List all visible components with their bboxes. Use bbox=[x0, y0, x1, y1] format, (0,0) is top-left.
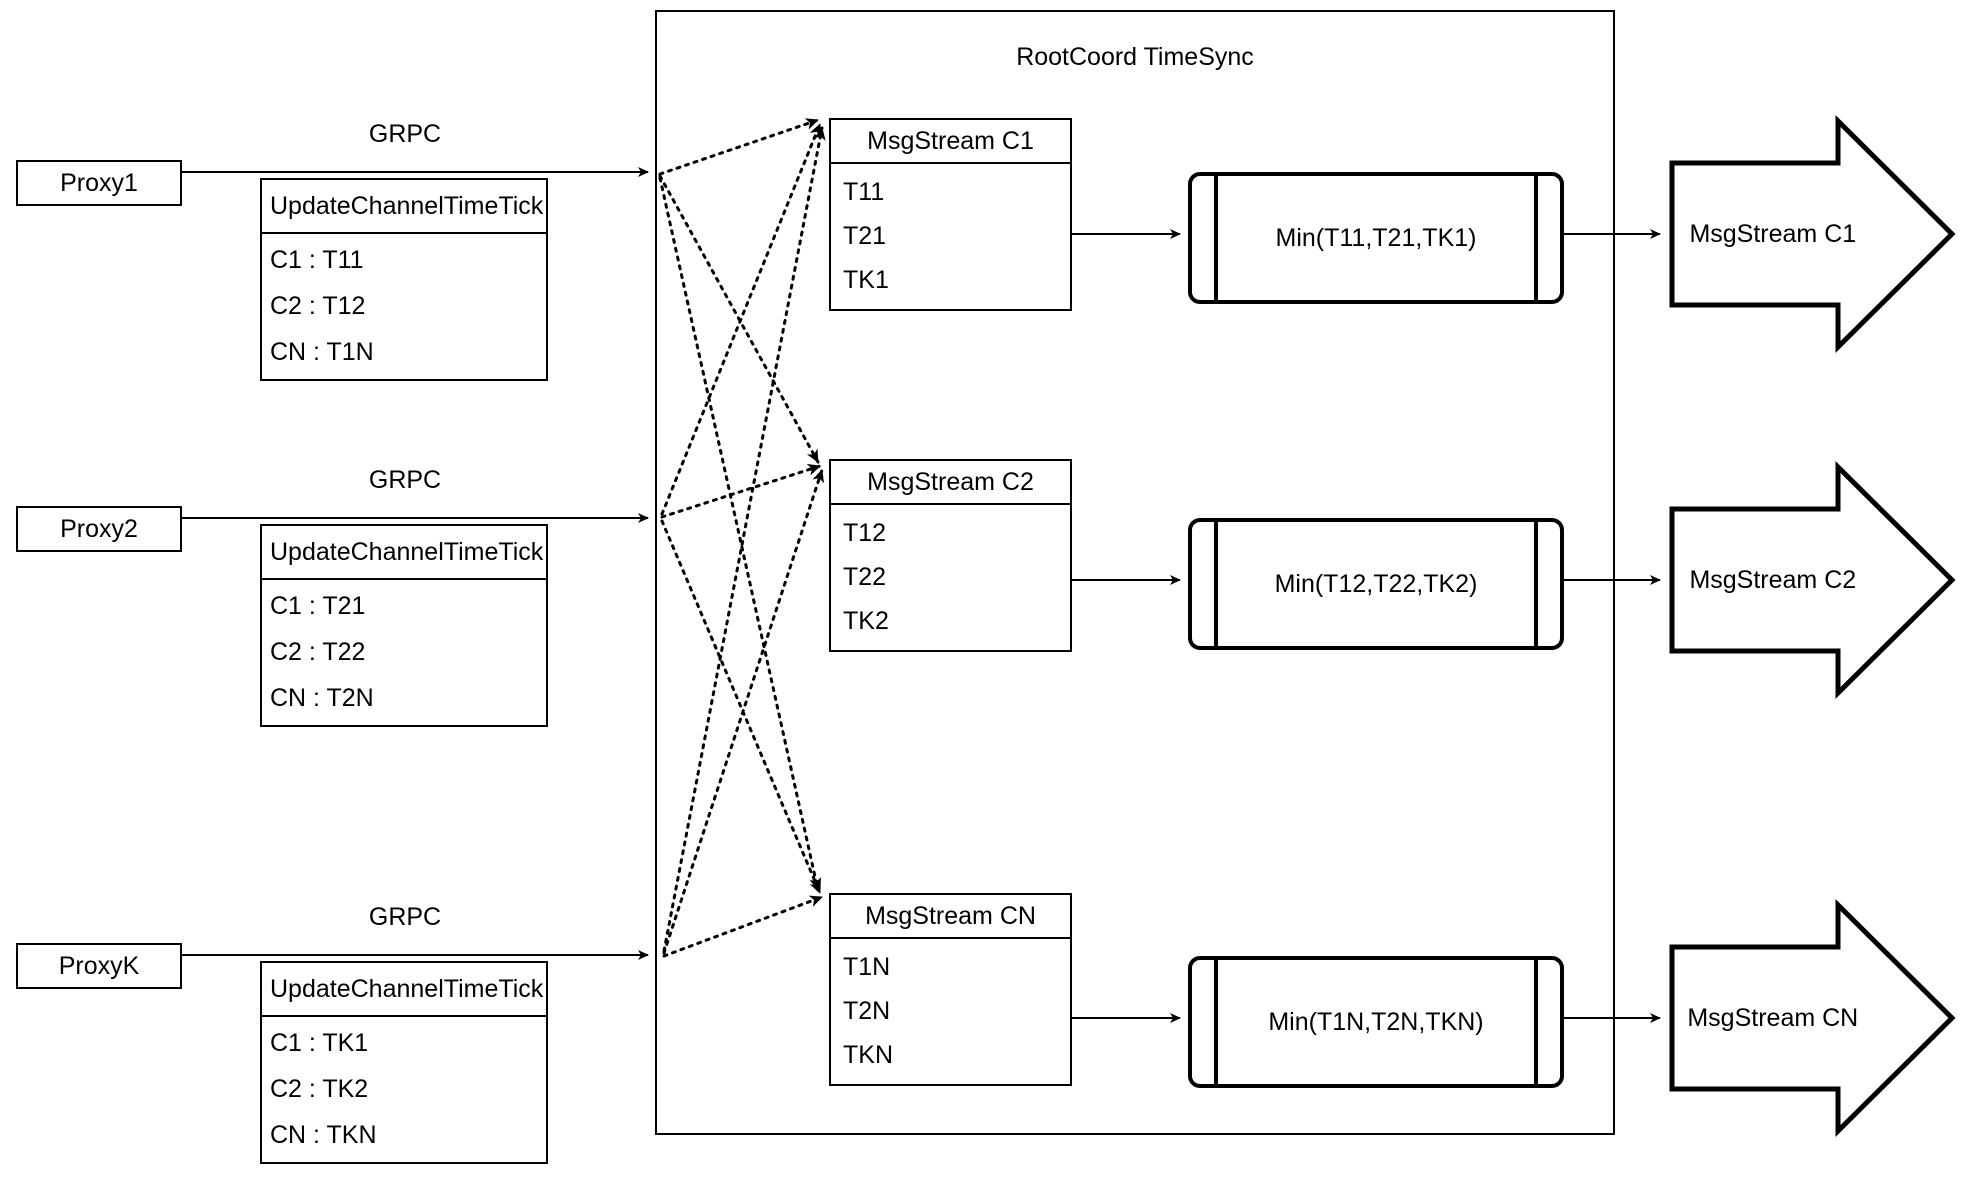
rootcoord-timesync-title: RootCoord TimeSync bbox=[1016, 43, 1254, 71]
update-channel-timetick-table-k: UpdateChannelTimeTick C1 : TK1 C2 : TK2 … bbox=[260, 961, 548, 1164]
proxy-box-2[interactable]: Proxy2 bbox=[16, 506, 182, 552]
min-process-c2: Min(T12,T22,TK2) bbox=[1188, 518, 1564, 650]
rootcoord-timesync-container bbox=[655, 10, 1615, 1135]
msgstream-row: TK2 bbox=[843, 607, 889, 636]
msgstream-row: T21 bbox=[843, 221, 887, 250]
msgstream-body-c1: T11 T21 TK1 bbox=[831, 164, 1070, 309]
uct-body-2: C1 : T21 C2 : T22 CN : T2N bbox=[262, 580, 546, 725]
uct-row: C2 : TK2 bbox=[270, 1074, 369, 1103]
msgstream-body-c2: T12 T22 TK2 bbox=[831, 505, 1070, 650]
proxy-label: ProxyK bbox=[58, 951, 140, 980]
update-channel-timetick-table-2: UpdateChannelTimeTick C1 : T21 C2 : T22 … bbox=[260, 524, 548, 727]
output-arrow-cn: MsgStream CN bbox=[1672, 905, 1952, 1131]
proxy-label: Proxy1 bbox=[60, 168, 138, 197]
msgstream-row: T22 bbox=[843, 562, 887, 591]
uct-row: CN : TKN bbox=[270, 1120, 377, 1149]
msgstream-row: T2N bbox=[843, 996, 891, 1025]
grpc-label-1: GRPC bbox=[368, 120, 442, 148]
msgstream-table-c1: MsgStream C1 T11 T21 TK1 bbox=[829, 118, 1072, 311]
min-label-cn: Min(T1N,T2N,TKN) bbox=[1268, 1007, 1484, 1036]
msgstream-body-cn: T1N T2N TKN bbox=[831, 939, 1070, 1084]
process-divider-left bbox=[1214, 522, 1218, 646]
uct-body-1: C1 : T11 C2 : T12 CN : T1N bbox=[262, 234, 546, 379]
msgstream-row: TK1 bbox=[843, 266, 889, 295]
min-process-cn: Min(T1N,T2N,TKN) bbox=[1188, 956, 1564, 1088]
msgstream-header-cn: MsgStream CN bbox=[831, 895, 1070, 939]
update-channel-timetick-table-1: UpdateChannelTimeTick C1 : T11 C2 : T12 … bbox=[260, 178, 548, 381]
output-label-c2: MsgStream C2 bbox=[1689, 565, 1857, 594]
process-divider-right bbox=[1534, 176, 1538, 300]
grpc-label-2: GRPC bbox=[368, 466, 442, 494]
msgstream-row: T12 bbox=[843, 518, 887, 547]
proxy-box-1[interactable]: Proxy1 bbox=[16, 160, 182, 206]
process-divider-right bbox=[1534, 522, 1538, 646]
msgstream-row: T1N bbox=[843, 952, 891, 981]
uct-row: C1 : TK1 bbox=[270, 1029, 369, 1058]
process-divider-left bbox=[1214, 176, 1218, 300]
output-label-c1: MsgStream C1 bbox=[1689, 219, 1857, 248]
uct-body-k: C1 : TK1 C2 : TK2 CN : TKN bbox=[262, 1017, 546, 1162]
proxy-label: Proxy2 bbox=[60, 514, 138, 543]
process-divider-right bbox=[1534, 960, 1538, 1084]
uct-header-k: UpdateChannelTimeTick bbox=[262, 963, 546, 1017]
proxy-box-k[interactable]: ProxyK bbox=[16, 943, 182, 989]
msgstream-header-c2: MsgStream C2 bbox=[831, 461, 1070, 505]
output-arrow-c2: MsgStream C2 bbox=[1672, 467, 1952, 693]
uct-row: C1 : T21 bbox=[270, 592, 366, 621]
msgstream-table-cn: MsgStream CN T1N T2N TKN bbox=[829, 893, 1072, 1086]
msgstream-header-c1: MsgStream C1 bbox=[831, 120, 1070, 164]
grpc-label-k: GRPC bbox=[368, 903, 442, 931]
uct-row: C2 : T12 bbox=[270, 291, 366, 320]
uct-row: CN : T2N bbox=[270, 683, 374, 712]
msgstream-table-c2: MsgStream C2 T12 T22 TK2 bbox=[829, 459, 1072, 652]
uct-row: C2 : T22 bbox=[270, 637, 366, 666]
output-label-cn: MsgStream CN bbox=[1687, 1003, 1859, 1032]
uct-header-2: UpdateChannelTimeTick bbox=[262, 526, 546, 580]
msgstream-row: T11 bbox=[843, 177, 885, 206]
uct-row: CN : T1N bbox=[270, 337, 374, 366]
uct-header-1: UpdateChannelTimeTick bbox=[262, 180, 546, 234]
min-label-c2: Min(T12,T22,TK2) bbox=[1274, 569, 1478, 598]
msgstream-row: TKN bbox=[843, 1041, 893, 1070]
min-label-c1: Min(T11,T21,TK1) bbox=[1275, 223, 1477, 252]
min-process-c1: Min(T11,T21,TK1) bbox=[1188, 172, 1564, 304]
output-arrow-c1: MsgStream C1 bbox=[1672, 121, 1952, 347]
process-divider-left bbox=[1214, 960, 1218, 1084]
uct-row: C1 : T11 bbox=[270, 246, 364, 275]
